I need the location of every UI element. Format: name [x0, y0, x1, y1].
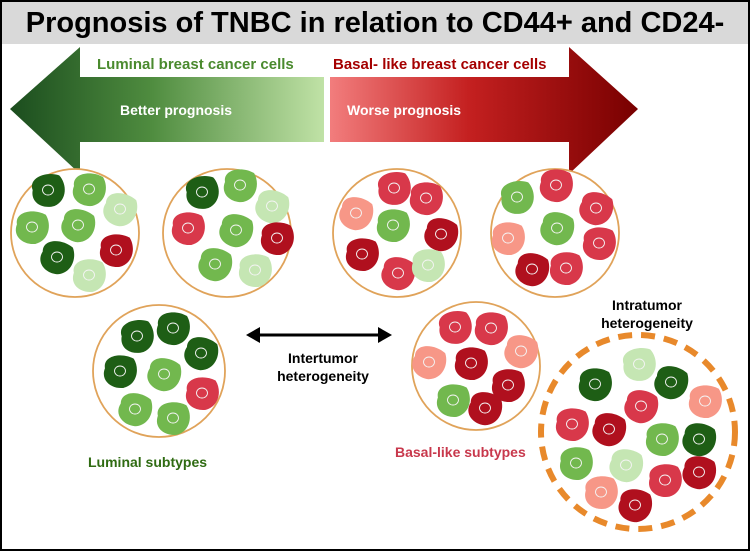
luminal-tumor-1 [10, 168, 140, 298]
cell-icon [61, 209, 96, 243]
cell-icon [585, 476, 618, 509]
cell-icon [559, 447, 593, 480]
cell-icon [345, 238, 379, 271]
cell-icon [654, 366, 689, 400]
luminal-cells-header: Luminal breast cancer cells [97, 56, 294, 73]
cell-icon [555, 408, 589, 441]
basal-subtypes-tumor [411, 301, 541, 431]
cell-icon [682, 456, 717, 490]
cell-icon [381, 257, 416, 291]
cell-icon [184, 337, 219, 371]
cell-icon [103, 193, 138, 227]
cell-icon [185, 377, 219, 410]
cell-icon [688, 385, 722, 418]
cell-icon [198, 248, 233, 282]
worse-prognosis-label: Worse prognosis [347, 102, 462, 118]
better-prognosis-label: Better prognosis [120, 102, 233, 118]
cell-icon [255, 190, 290, 224]
cell-icon [424, 218, 459, 252]
cell-icon [156, 312, 190, 346]
basal-tumor-1 [332, 168, 462, 298]
basal-cells-header: Basal- like breast cancer cells [333, 56, 547, 73]
cell-icon [15, 211, 49, 244]
title-bar: Prognosis of TNBC in relation to CD44+ a… [2, 2, 748, 44]
cell-icon [171, 212, 205, 245]
intertumor-heterogeneity-label: Intertumor heterogeneity [277, 350, 369, 384]
cell-icon [618, 489, 653, 523]
cell-icon [412, 346, 447, 380]
cell-icon [238, 254, 272, 287]
cell-icon [474, 312, 508, 346]
cell-icon [504, 335, 539, 369]
cell-icon [72, 173, 106, 207]
basal-tumor-2 [490, 168, 620, 298]
cell-icon [99, 234, 133, 267]
intratumor-heterogeneity-label: Intratumor heterogeneity [601, 297, 693, 331]
cell-icon [120, 320, 154, 353]
double-headed-arrow-icon [246, 327, 392, 343]
cell-icon [40, 241, 75, 275]
cell-icon [491, 222, 525, 255]
cell-icon [260, 222, 294, 255]
cell-icon [339, 197, 374, 231]
cell-icon [649, 464, 682, 497]
luminal-tumor-2 [162, 168, 294, 298]
worse-prognosis-arrow [330, 47, 638, 174]
cell-icon [436, 384, 470, 417]
cell-icon [592, 413, 627, 447]
cell-icon [622, 348, 656, 381]
cell-icon [454, 347, 488, 380]
cell-icon [411, 249, 445, 282]
cell-icon [185, 176, 219, 209]
cell-icon [223, 169, 257, 203]
cell-icon [377, 172, 411, 205]
cell-icon [578, 368, 612, 402]
cell-icon [624, 390, 659, 424]
cell-icon [645, 423, 679, 456]
cell-icon [156, 402, 190, 435]
cell-icon [72, 259, 106, 292]
cell-icon [491, 369, 525, 402]
cell-icon [515, 253, 550, 287]
cell-icon [579, 192, 614, 226]
intratumor-tumor [538, 332, 738, 532]
luminal-subtypes-tumor [92, 304, 226, 438]
cell-icon [468, 392, 503, 426]
cell-icon [31, 174, 65, 207]
diagram-title: Prognosis of TNBC in relation to CD44+ a… [25, 6, 725, 39]
cell-icon [147, 358, 182, 392]
cell-icon [582, 227, 616, 260]
basal-like-subtypes-label: Basal-like subtypes [395, 444, 526, 460]
cell-icon [500, 181, 534, 214]
cell-icon [219, 214, 254, 248]
cell-icon [682, 423, 717, 457]
cell-icon [376, 209, 410, 242]
cell-icon [540, 212, 575, 246]
cell-icon [103, 355, 137, 388]
cell-icon [438, 311, 472, 344]
cell-icon [118, 393, 153, 427]
luminal-subtypes-label: Luminal subtypes [88, 454, 208, 470]
cell-icon [409, 182, 443, 216]
cell-icon [549, 252, 583, 285]
cell-icon [539, 169, 573, 203]
cell-icon [609, 449, 644, 483]
better-prognosis-arrow [10, 47, 324, 174]
